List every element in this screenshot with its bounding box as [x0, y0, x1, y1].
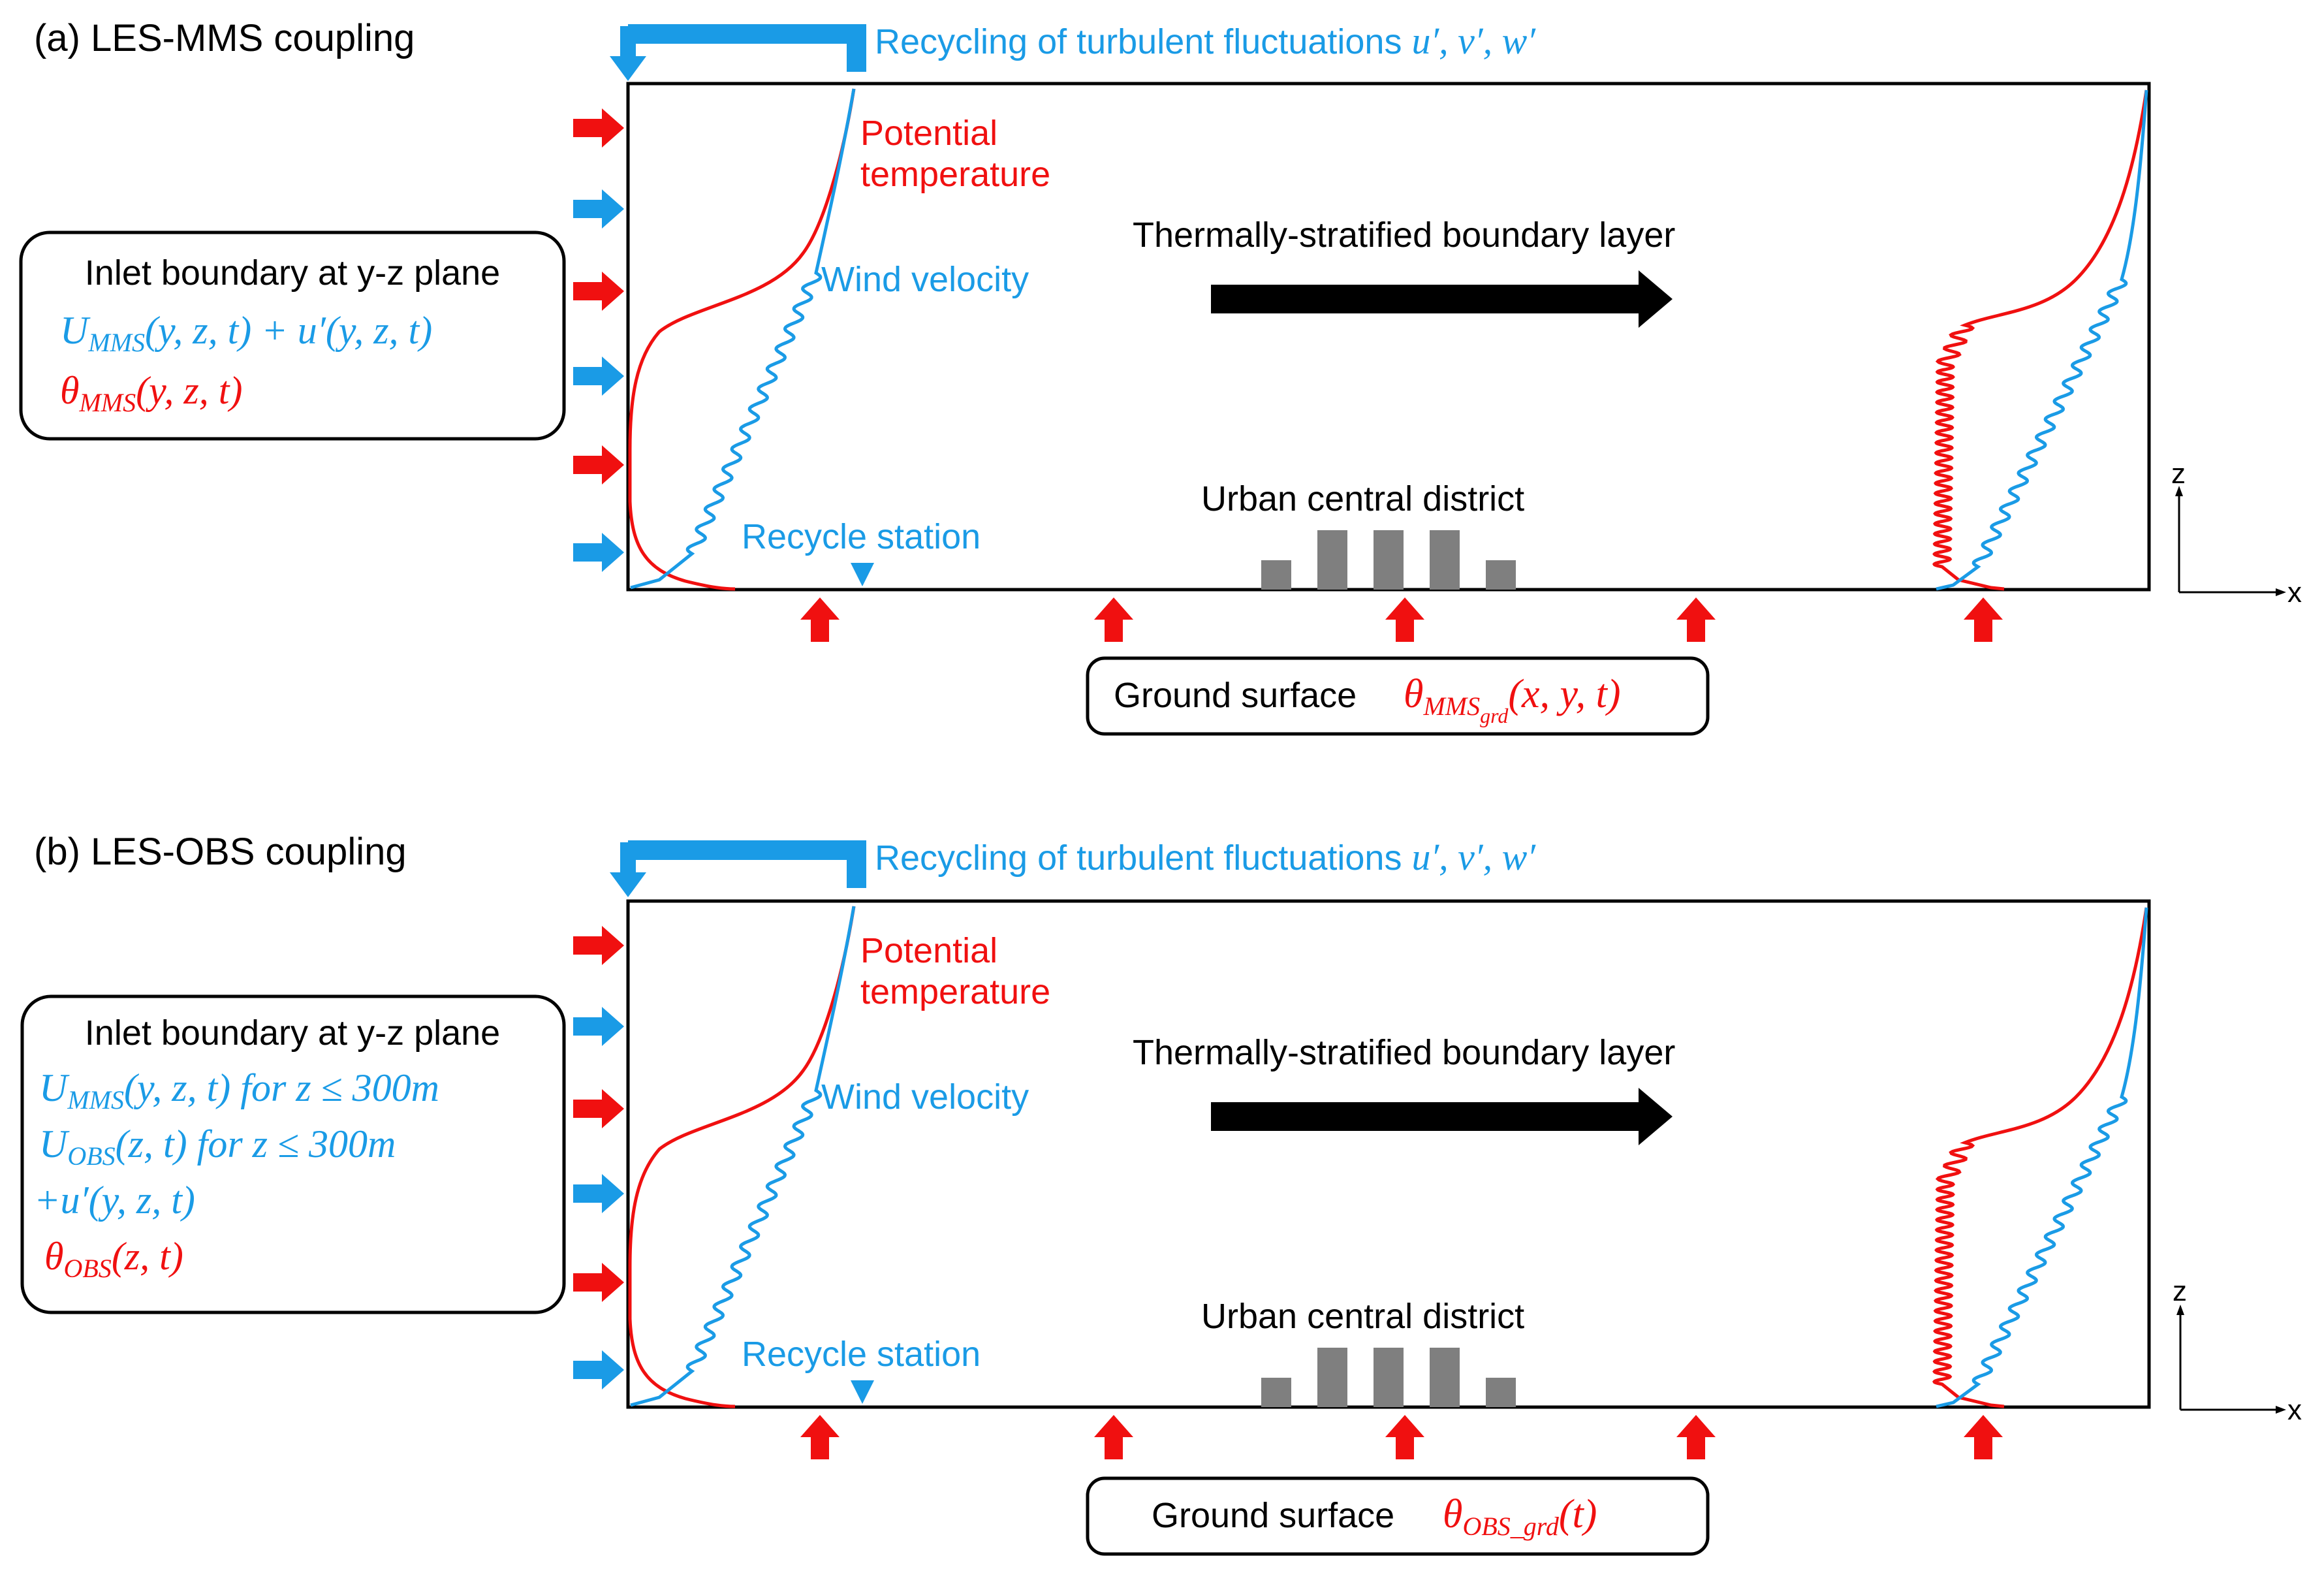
- heat-flux-arrow: [1385, 1415, 1424, 1459]
- axes-indicator: z x: [2173, 1275, 2302, 1426]
- recycle-bracket: [610, 24, 866, 81]
- inlet-arrows: [573, 926, 624, 1389]
- potential-temperature-profile-inlet: [628, 88, 856, 591]
- potential-temperature-label-2: temperature: [860, 972, 1050, 1011]
- heat-flux-arrow: [1094, 1415, 1133, 1459]
- potential-temperature-label-2: temperature: [860, 155, 1050, 194]
- urban-buildings: [1261, 530, 1516, 590]
- inlet-temperature-arrow: [573, 108, 624, 148]
- heat-flux-arrow: [800, 597, 840, 642]
- inlet-velocity-arrow: [573, 189, 624, 229]
- recycle-label: Recycling of turbulent fluctuations u′, …: [875, 836, 1536, 878]
- wind-velocity-profile-inlet: [630, 906, 856, 1407]
- wind-velocity-profile-inlet: [630, 88, 856, 590]
- inlet-equation-line: UMMS(y, z, t) for z ≤ 300m: [39, 1066, 439, 1115]
- ground-surface-box: [1086, 1476, 1710, 1556]
- ground-surface-label: Ground surface: [1114, 676, 1357, 715]
- heat-flux-arrow: [1385, 597, 1424, 642]
- inlet-equation-line: UMMS(y, z, t) + u′(y, z, t): [60, 309, 432, 357]
- axis-z-label: z: [2171, 458, 2186, 490]
- inlet-equations: UMMS(y, z, t) + u′(y, z, t) θMMS(y, z, t): [60, 309, 432, 417]
- wind-velocity-label: Wind velocity: [821, 260, 1029, 299]
- heat-flux-arrow: [1094, 597, 1133, 642]
- inlet-velocity-arrow: [573, 533, 624, 572]
- ground-surface-box: [1086, 656, 1710, 736]
- axes-indicator: z x: [2171, 458, 2302, 609]
- inlet-velocity-arrow: [573, 1174, 624, 1213]
- wind-velocity-profile-outlet: [1936, 89, 2148, 591]
- urban-buildings: [1261, 1348, 1516, 1407]
- axis-z-label: z: [2173, 1275, 2187, 1307]
- inlet-equation-line: θMMS(y, z, t): [60, 369, 242, 417]
- recycle-station-label: Recycle station: [742, 1335, 981, 1374]
- inlet-title: Inlet boundary at y-z plane: [85, 1013, 500, 1053]
- panel-a: (a) LES-MMS coupling Recycling of turbul…: [19, 17, 2302, 736]
- ground-equation-text: θMMSgrd(x, y, t): [1404, 672, 1621, 727]
- ground-surface-label: Ground surface: [1152, 1496, 1394, 1535]
- inlet-boundary-box: [19, 230, 566, 441]
- recycle-station-marker: [851, 1380, 874, 1404]
- potential-temperature-profile-inlet: [628, 906, 856, 1408]
- panel-title: (b) LES-OBS coupling: [34, 831, 407, 873]
- flow-label: Thermally-stratified boundary layer: [1133, 215, 1675, 255]
- recycle-label: Recycling of turbulent fluctuations u′, …: [875, 20, 1536, 62]
- inlet-velocity-arrow: [573, 1007, 624, 1046]
- inlet-temperature-arrow: [573, 445, 624, 484]
- axis-x-label: x: [2287, 1394, 2302, 1426]
- wind-velocity-profile-outlet: [1936, 907, 2148, 1408]
- ground-surface-equation: θOBS_grd(t): [1443, 1492, 1597, 1541]
- ground-heat-arrows: [800, 1415, 2003, 1459]
- inlet-boundary-box: [20, 994, 566, 1314]
- potential-temperature-label: Potential: [860, 114, 997, 153]
- inlet-arrows: [573, 108, 624, 572]
- heat-flux-arrow: [1676, 597, 1716, 642]
- inlet-temperature-arrow: [573, 926, 624, 965]
- inlet-equation-line: +u′(y, z, t): [34, 1179, 195, 1222]
- ground-equation-text: θOBS_grd(t): [1443, 1492, 1597, 1541]
- heat-flux-arrow: [1964, 597, 2003, 642]
- ground-surface-equation: θMMSgrd(x, y, t): [1404, 672, 1621, 727]
- inlet-equation-line: UOBS(z, t) for z ≤ 300m: [39, 1122, 396, 1171]
- recycle-bracket: [610, 840, 866, 897]
- inlet-temperature-arrow: [573, 272, 624, 311]
- inlet-temperature-arrow: [573, 1089, 624, 1128]
- heat-flux-arrow: [1676, 1415, 1716, 1459]
- recycle-station-marker: [851, 563, 874, 586]
- flow-label: Thermally-stratified boundary layer: [1133, 1033, 1675, 1072]
- inlet-title: Inlet boundary at y-z plane: [85, 253, 500, 293]
- district-label: Urban central district: [1201, 1297, 1524, 1336]
- flow-arrow: [1211, 1088, 1672, 1145]
- inlet-velocity-arrow: [573, 1350, 624, 1389]
- flow-arrow: [1211, 270, 1672, 328]
- district-label: Urban central district: [1201, 479, 1524, 518]
- ground-heat-arrows: [800, 597, 2003, 642]
- inlet-velocity-arrow: [573, 357, 624, 396]
- potential-temperature-label: Potential: [860, 931, 997, 970]
- heat-flux-arrow: [1964, 1415, 2003, 1459]
- inlet-equation-line: θOBS(z, t): [44, 1235, 183, 1283]
- panel-b: (b) LES-OBS coupling Recycling of turbul…: [20, 831, 2302, 1556]
- potential-temperature-profile-outlet: [1932, 89, 2148, 591]
- inlet-temperature-arrow: [573, 1263, 624, 1302]
- recycle-station-label: Recycle station: [742, 517, 981, 556]
- potential-temperature-profile-outlet: [1932, 907, 2148, 1408]
- wind-velocity-label: Wind velocity: [821, 1077, 1029, 1117]
- heat-flux-arrow: [800, 1415, 840, 1459]
- axis-x-label: x: [2287, 577, 2302, 609]
- panel-title: (a) LES-MMS coupling: [34, 17, 415, 59]
